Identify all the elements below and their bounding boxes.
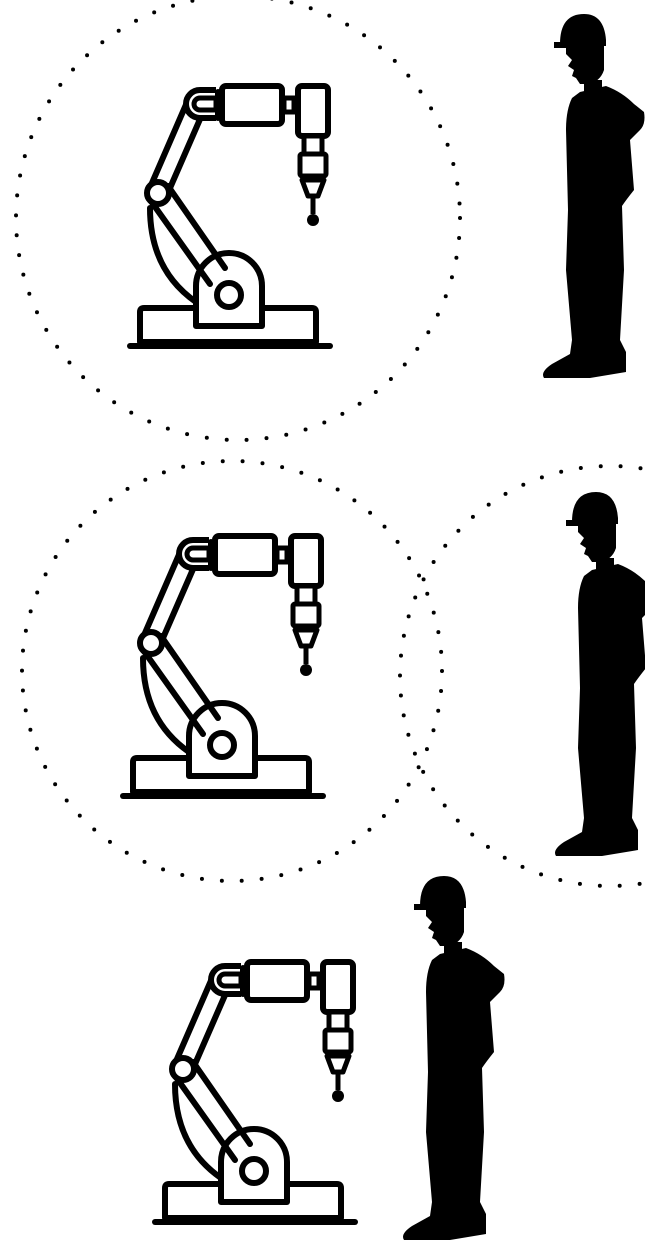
industrial-robot-arm-icon (130, 86, 330, 346)
scenario-1-panel (16, 0, 645, 440)
robot-safety-zone (16, 0, 460, 440)
robot-safety-zone (22, 461, 442, 881)
scenario-2-panel (22, 461, 645, 886)
scenario-3-panel (155, 876, 505, 1240)
industrial-robot-arm-icon (123, 536, 323, 796)
worker-hardhat-silhouette-icon (403, 876, 505, 1240)
worker-hardhat-silhouette-icon (555, 492, 645, 856)
worker-hardhat-silhouette-icon (543, 14, 645, 378)
industrial-robot-arm-icon (155, 962, 355, 1222)
